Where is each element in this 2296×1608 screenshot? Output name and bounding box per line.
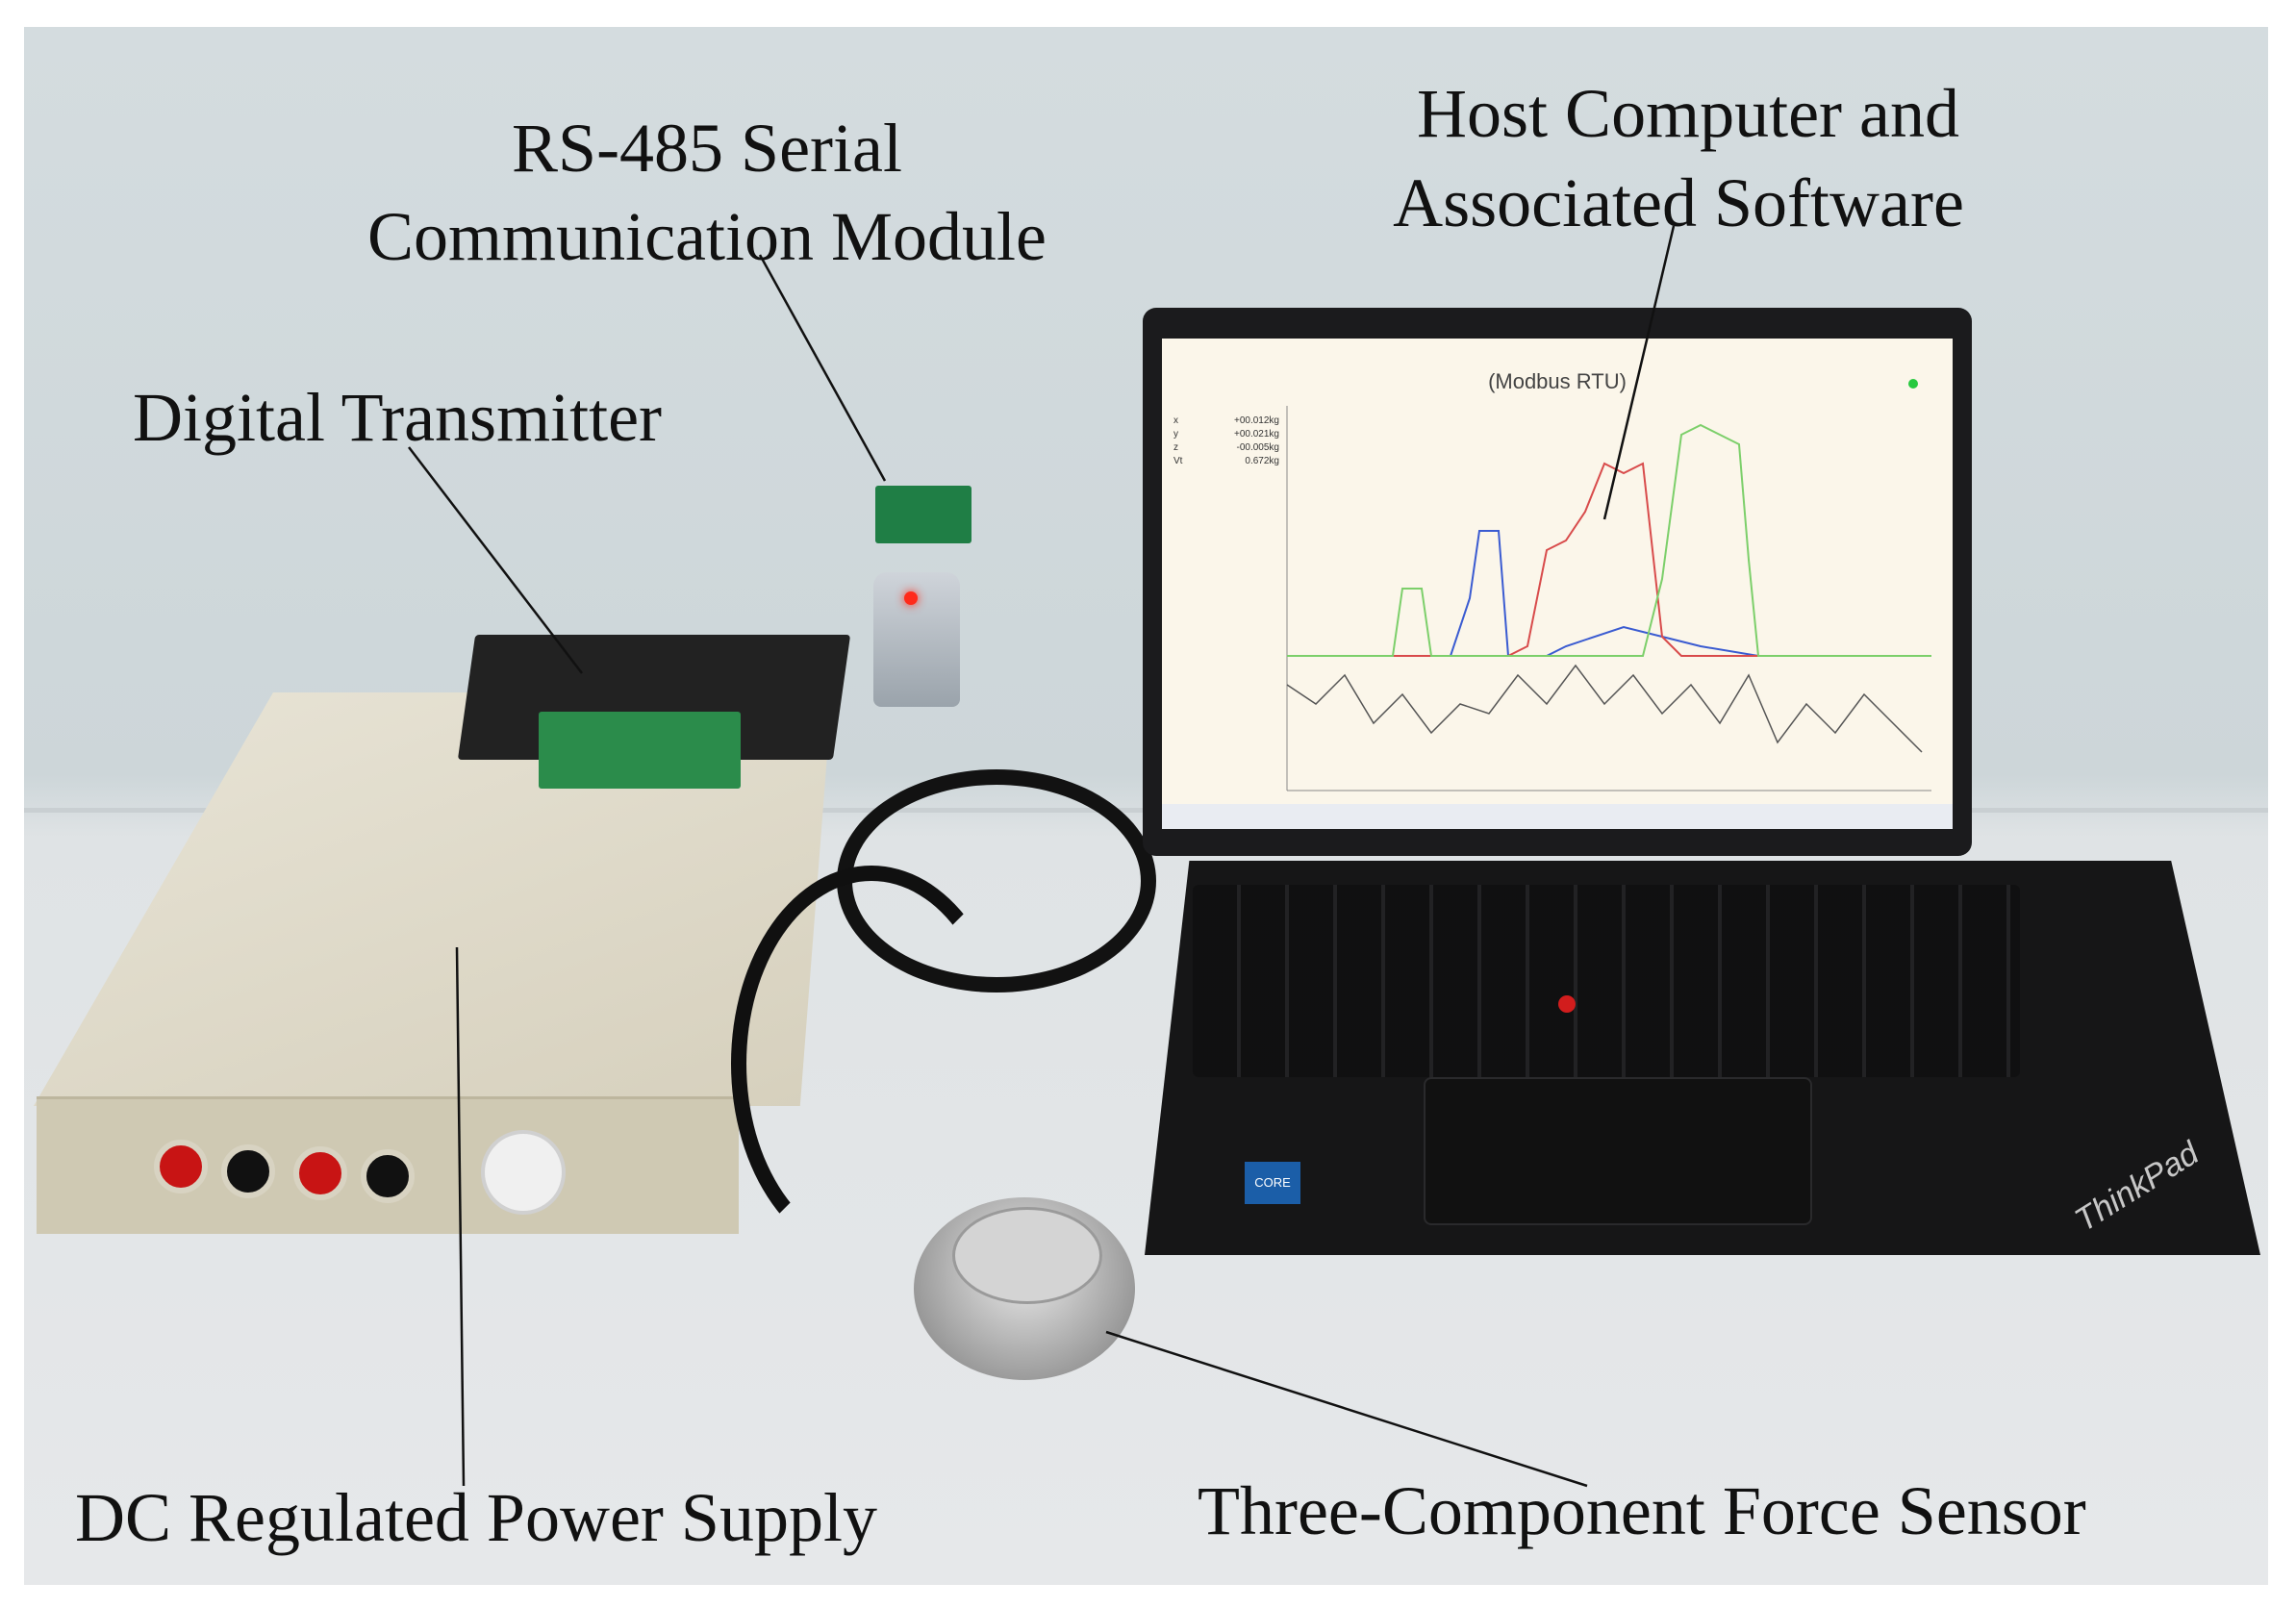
readout-row: x +00.012kg	[1173, 415, 1279, 429]
readout-axis: Vt	[1173, 456, 1183, 466]
rs485-board	[875, 486, 971, 543]
series-z	[1287, 423, 1931, 657]
trackpoint	[1558, 995, 1576, 1013]
output-jack-red-1	[154, 1140, 208, 1193]
readout-axis: z	[1173, 442, 1178, 453]
output-jack-black-1	[221, 1144, 275, 1198]
readout-value: +00.021kg	[1234, 429, 1279, 440]
touchpad	[1424, 1077, 1812, 1225]
output-jack-black-2	[361, 1149, 415, 1203]
label-force-sensor: Three-Component Force Sensor	[1198, 1472, 2086, 1549]
label-rs485-line1: RS-485 Serial	[512, 110, 902, 187]
label-transmitter: Digital Transmitter	[133, 379, 663, 456]
label-host-line1: Host Computer and	[1417, 75, 1959, 152]
adapter-led	[904, 591, 918, 605]
force-readouts: x +00.012kg y +00.021kg z -00.005kg Vt 0.672…	[1173, 415, 1279, 469]
series-y	[1287, 462, 1931, 657]
laptop-screen: (Modbus RTU) x+00.012kg y+00.021kg z-00.…	[1162, 339, 1953, 829]
os-taskbar	[1162, 804, 1953, 829]
readout-row: y +00.021kg	[1173, 429, 1279, 442]
series-x	[1287, 530, 1931, 657]
readout-axis: x	[1173, 415, 1178, 426]
force-sensor-top	[952, 1207, 1102, 1304]
cpu-badge: CORE	[1245, 1162, 1300, 1204]
series-vt	[1286, 664, 1923, 753]
readout-row: Vt 0.672kg	[1173, 456, 1279, 469]
output-jack-red-2	[293, 1146, 347, 1200]
transmitter-terminals	[539, 712, 741, 789]
connection-status-dot	[1908, 379, 1918, 389]
readout-value: 0.672kg	[1245, 456, 1279, 466]
cable-gland	[481, 1130, 566, 1215]
label-power-supply: DC Regulated Power Supply	[75, 1479, 877, 1556]
readout-value: -00.005kg	[1236, 442, 1279, 453]
label-host-line2: Associated Software	[1393, 164, 1964, 241]
laptop-keyboard	[1193, 885, 2020, 1077]
readout-row: z -00.005kg	[1173, 442, 1279, 456]
cable-loop	[731, 866, 1012, 1262]
usb-rs485-adapter	[873, 572, 960, 707]
force-plot	[1286, 406, 1931, 791]
readout-axis: y	[1173, 429, 1178, 440]
readout-value: +00.012kg	[1234, 415, 1279, 426]
label-rs485-line2: Communication Module	[367, 198, 1047, 275]
